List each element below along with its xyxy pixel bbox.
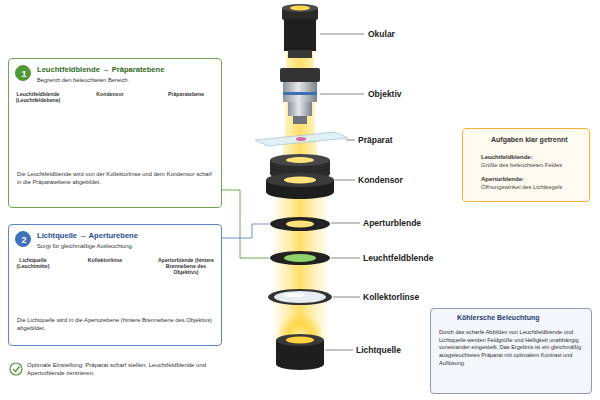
sketch-label: Kollektorlinse <box>80 257 130 263</box>
aperture-diaphragm <box>270 217 330 231</box>
leader-lines <box>325 350 353 351</box>
specimen-slide <box>255 132 348 146</box>
field-diaphragm <box>270 251 330 265</box>
field-diaphragm <box>284 254 316 262</box>
step-number: 1 <box>15 65 31 81</box>
condenser <box>284 177 316 184</box>
condenser <box>266 154 334 199</box>
eyepiece <box>288 50 312 58</box>
leader-lines <box>331 223 360 224</box>
info-panel: Leuchtfeldblende → PräparatebeneBegrenzt… <box>8 58 222 208</box>
check-icon <box>13 367 20 372</box>
panel-subtitle: Sorgt für gleichmäßige Ausleuchtung. <box>37 243 217 250</box>
objective <box>283 92 317 95</box>
bullet-term: Leuchtfeldblende: <box>481 154 587 161</box>
part-label: Kondensor <box>358 175 448 185</box>
light-source <box>276 334 324 346</box>
objective <box>288 102 312 116</box>
step-number: 2 <box>15 231 31 247</box>
collector-lens <box>268 289 332 305</box>
panel-leader <box>222 190 269 258</box>
leader-lines <box>331 258 360 259</box>
sketch-label: Präparatebene <box>160 91 212 97</box>
sketch-label: Leuchtfeldblende (Leuchtfeldebene) <box>12 91 64 103</box>
note-box: Aufgaben klar getrenntLeuchtfeldblende:G… <box>462 128 590 202</box>
eyepiece <box>284 19 316 51</box>
part-label: Präparat <box>358 135 448 145</box>
part-label: Objektiv <box>368 89 458 99</box>
specimen-slide <box>296 137 306 141</box>
collector-lens <box>268 289 332 305</box>
part-label: Kollektorlinse <box>363 292 453 302</box>
panel-leader <box>222 224 269 238</box>
condenser <box>270 154 330 166</box>
part-label: Okular <box>368 29 458 39</box>
eyepiece <box>290 6 310 11</box>
panel-heading: Lichtquelle → Aperturebene <box>37 231 217 240</box>
panel-body: Die Lichtquelle wird in die Aperturebene… <box>17 317 215 333</box>
step-number-text: 2 <box>16 232 32 248</box>
bullet-term: Aperturblende: <box>481 176 587 183</box>
collector-lens <box>274 291 326 303</box>
eyepiece <box>282 4 318 58</box>
note-heading: Aufgaben klar getrennt <box>491 136 587 144</box>
part-label: Lichtquelle <box>356 345 446 355</box>
eyepiece <box>282 4 318 12</box>
leader-lines <box>334 180 355 181</box>
info-body: Durch das scharfe Abbilden von Leuchtfel… <box>439 329 587 368</box>
leader-lines <box>320 94 364 95</box>
condenser <box>266 173 334 187</box>
check-icon <box>10 363 22 375</box>
panel-body: Die Leuchtfeldblende wird von der Kollek… <box>17 171 215 187</box>
collector-lens <box>284 293 304 297</box>
panel-subtitle: Begrenzt den beleuchteten Bereich. <box>37 77 217 84</box>
light-source <box>276 312 324 370</box>
info-box: Köhlersche BeleuchtungDurch das scharfe … <box>430 308 592 394</box>
check-icon <box>10 363 22 375</box>
objective <box>283 82 317 102</box>
objective <box>280 68 320 124</box>
leader-lines <box>333 297 360 298</box>
light-source <box>276 358 324 370</box>
part-label: Aperturblende <box>363 218 453 228</box>
field-diaphragm <box>270 251 330 265</box>
info-heading: Köhlersche Beleuchtung <box>457 314 587 322</box>
condenser <box>266 185 334 199</box>
aperture-diaphragm <box>286 221 314 228</box>
tip-note: Optimale Einstellung: Präparat scharf st… <box>27 362 227 378</box>
condenser <box>286 157 314 163</box>
panel-heading: Leuchtfeldblende → Präparatebene <box>37 65 217 74</box>
specimen-slide <box>255 132 348 146</box>
bullet-text: Größe des beleuchteten Feldes <box>481 162 587 169</box>
aperture-diaphragm <box>270 217 330 231</box>
leader-lines <box>346 140 355 141</box>
info-panel: Lichtquelle → AperturebeneSorgt für glei… <box>8 224 222 346</box>
objective <box>293 116 307 124</box>
objective <box>280 68 320 82</box>
bullet-text: Öffnungswinkel des Lichtkegels <box>481 184 587 191</box>
step-number-text: 1 <box>16 66 32 82</box>
part-label: Leuchtfeldblende <box>363 253 453 263</box>
leader-lines <box>320 34 364 350</box>
light-source <box>286 337 314 344</box>
sketch-label: Aperturblende (hintere Brennebene des Ob… <box>156 257 216 276</box>
leader-lines <box>320 34 364 35</box>
panel-leader <box>222 190 269 258</box>
sketch-label: Kondensor <box>88 91 132 97</box>
sketch-label: Lichtquelle (Leuchtmitte) <box>10 257 56 269</box>
